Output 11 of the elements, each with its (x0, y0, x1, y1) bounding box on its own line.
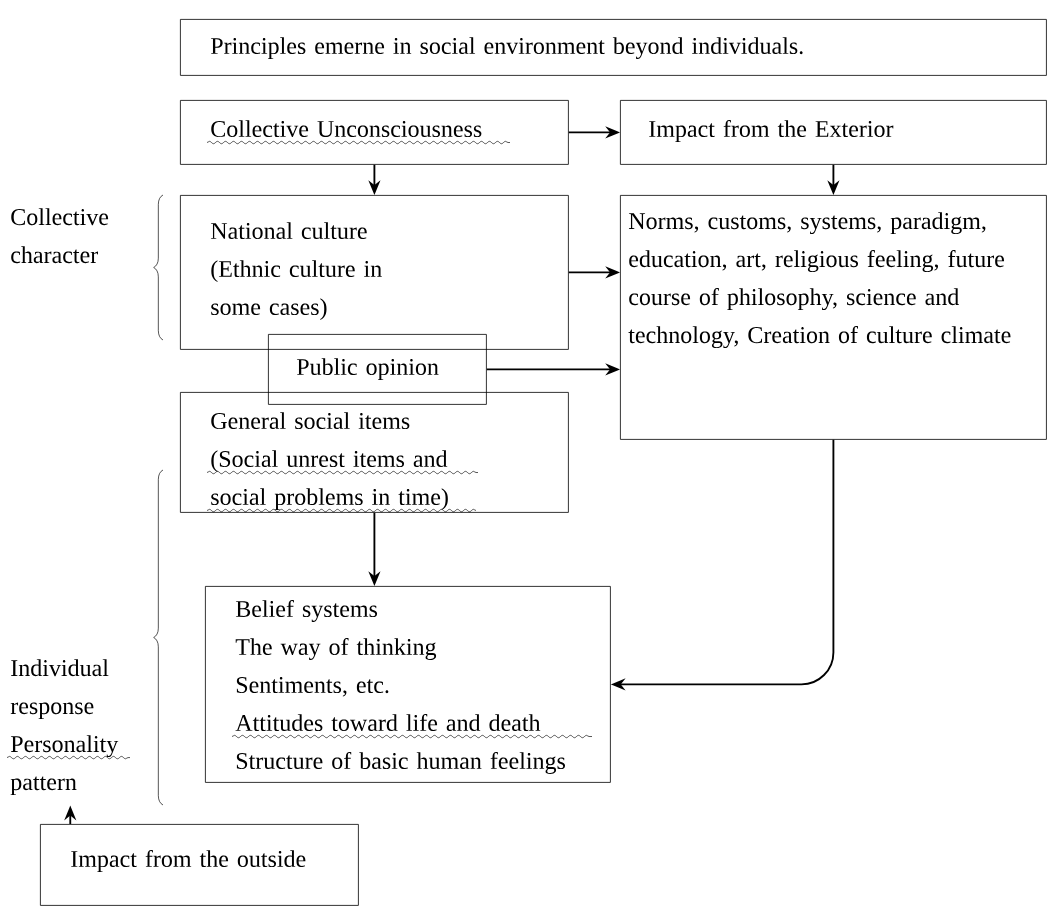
concept-box: Public opinion (268, 334, 487, 405)
concept-box: Principles emerne in social environment beyond individuals. (180, 19, 1047, 76)
concept-box: Collective Unconsciousness (180, 100, 569, 165)
concept-box: Impact from the outside (40, 824, 359, 906)
side-label: Collective character (11, 208, 109, 264)
concept-box: Impact from the Exterior (620, 100, 1047, 165)
concept-box: Norms, customs, systems, paradigm, education, art, religious feeling, future course of philosophy, science and technology, Creation of culture climate (620, 195, 1047, 440)
concept-box: National culture (Ethnic culture in some cases) (180, 195, 569, 350)
response-text: Individual response Personality pattern (10, 659, 119, 795)
concept-box: Belief systems The way of thinking Sentiments, etc. Attitudes toward life and death Structure of basic human feelings (205, 586, 611, 783)
concept-box: General social items (Social unrest items and social problems in time) (180, 392, 569, 513)
